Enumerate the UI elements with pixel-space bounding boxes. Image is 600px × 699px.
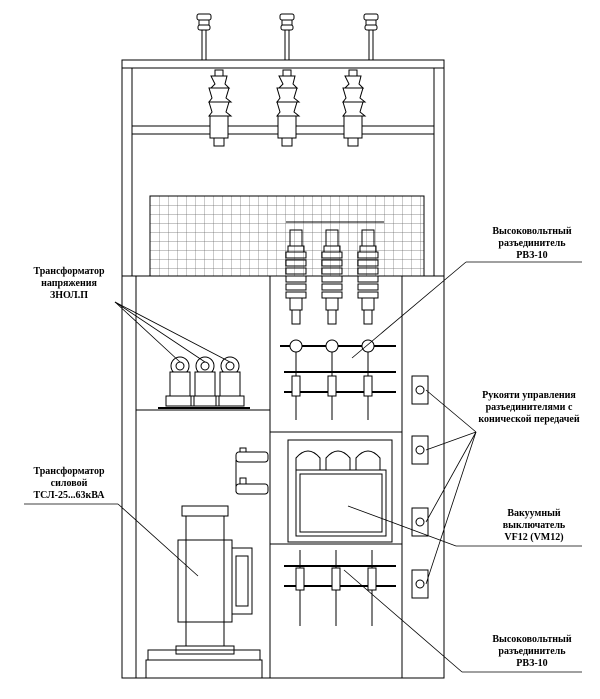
- label-disconnector-bottom-line2: разъединитель: [498, 646, 566, 657]
- power-transformer: [145, 505, 263, 679]
- leader-lines: [24, 261, 582, 673]
- label-drive-handles: Рукояти управления разъединителями с кон…: [464, 390, 594, 426]
- insulator-1: [285, 229, 307, 325]
- label-disconnector-top-line1: Высоковольтный: [492, 226, 572, 237]
- label-voltage-transformer-line2: напряжения: [41, 278, 97, 289]
- voltage-transformer-1: [165, 356, 195, 407]
- handle-1: [411, 375, 429, 405]
- main-cabinet: [121, 275, 445, 679]
- vacuum-breaker: [287, 439, 393, 543]
- label-drive-handles-line2: разъединителями с: [485, 402, 573, 413]
- label-disconnector-top-line2: разъединитель: [498, 238, 566, 249]
- surge-arrester-right: [342, 69, 367, 147]
- roof-bushing-right: [363, 13, 379, 60]
- voltage-transformer-3: [215, 356, 245, 407]
- label-power-transformer-line1: Трансформатор: [33, 466, 105, 477]
- insulator-3: [357, 229, 379, 325]
- label-power-transformer-line3: ТСЛ-25...63кВА: [33, 490, 105, 501]
- surge-arrester-middle: [276, 69, 301, 147]
- label-vacuum-breaker-line1: Вакуумный: [507, 508, 561, 519]
- voltage-transformers: [158, 356, 250, 409]
- label-voltage-transformer: Трансформатор напряжения ЗНОЛ.П: [14, 266, 124, 302]
- label-power-transformer: Трансформатор силовой ТСЛ-25...63кВА: [14, 466, 124, 502]
- roof-bushing-left: [196, 13, 212, 60]
- mesh-guard: [149, 195, 425, 277]
- handle-2: [411, 435, 429, 465]
- handle-3: [411, 507, 429, 537]
- label-disconnector-bottom-line3: РВЗ-10: [516, 658, 548, 669]
- surge-arrester-left: [208, 69, 233, 147]
- disconnector-lower: [284, 550, 396, 626]
- label-voltage-transformer-line1: Трансформатор: [33, 266, 105, 277]
- label-disconnector-bottom: Высоковольтный разъединитель РВЗ-10: [476, 634, 588, 670]
- label-disconnector-top-line3: РВЗ-10: [516, 250, 548, 261]
- disconnector-upper: [280, 339, 396, 420]
- label-drive-handles-line1: Рукояти управления: [482, 390, 576, 401]
- label-vacuum-breaker-line2: выключатель: [502, 520, 566, 531]
- handle-4: [411, 569, 429, 599]
- label-disconnector-bottom-line1: Высоковольтный: [492, 634, 572, 645]
- fuses: [235, 447, 269, 495]
- label-vacuum-breaker: Вакуумный выключатель VF12 (VM12): [484, 508, 584, 544]
- disconnector-top-insulators: [285, 221, 384, 325]
- insulator-2: [321, 229, 343, 325]
- label-power-transformer-line2: силовой: [50, 478, 88, 489]
- label-voltage-transformer-line3: ЗНОЛ.П: [49, 290, 89, 301]
- label-disconnector-top: Высоковольтный разъединитель РВЗ-10: [476, 226, 588, 262]
- drive-handles: [411, 375, 429, 599]
- label-drive-handles-line3: конической передачей: [478, 414, 580, 425]
- voltage-transformer-2: [190, 356, 220, 407]
- label-vacuum-breaker-line3: VF12 (VM12): [504, 532, 564, 543]
- roof-bushing-middle: [279, 13, 295, 60]
